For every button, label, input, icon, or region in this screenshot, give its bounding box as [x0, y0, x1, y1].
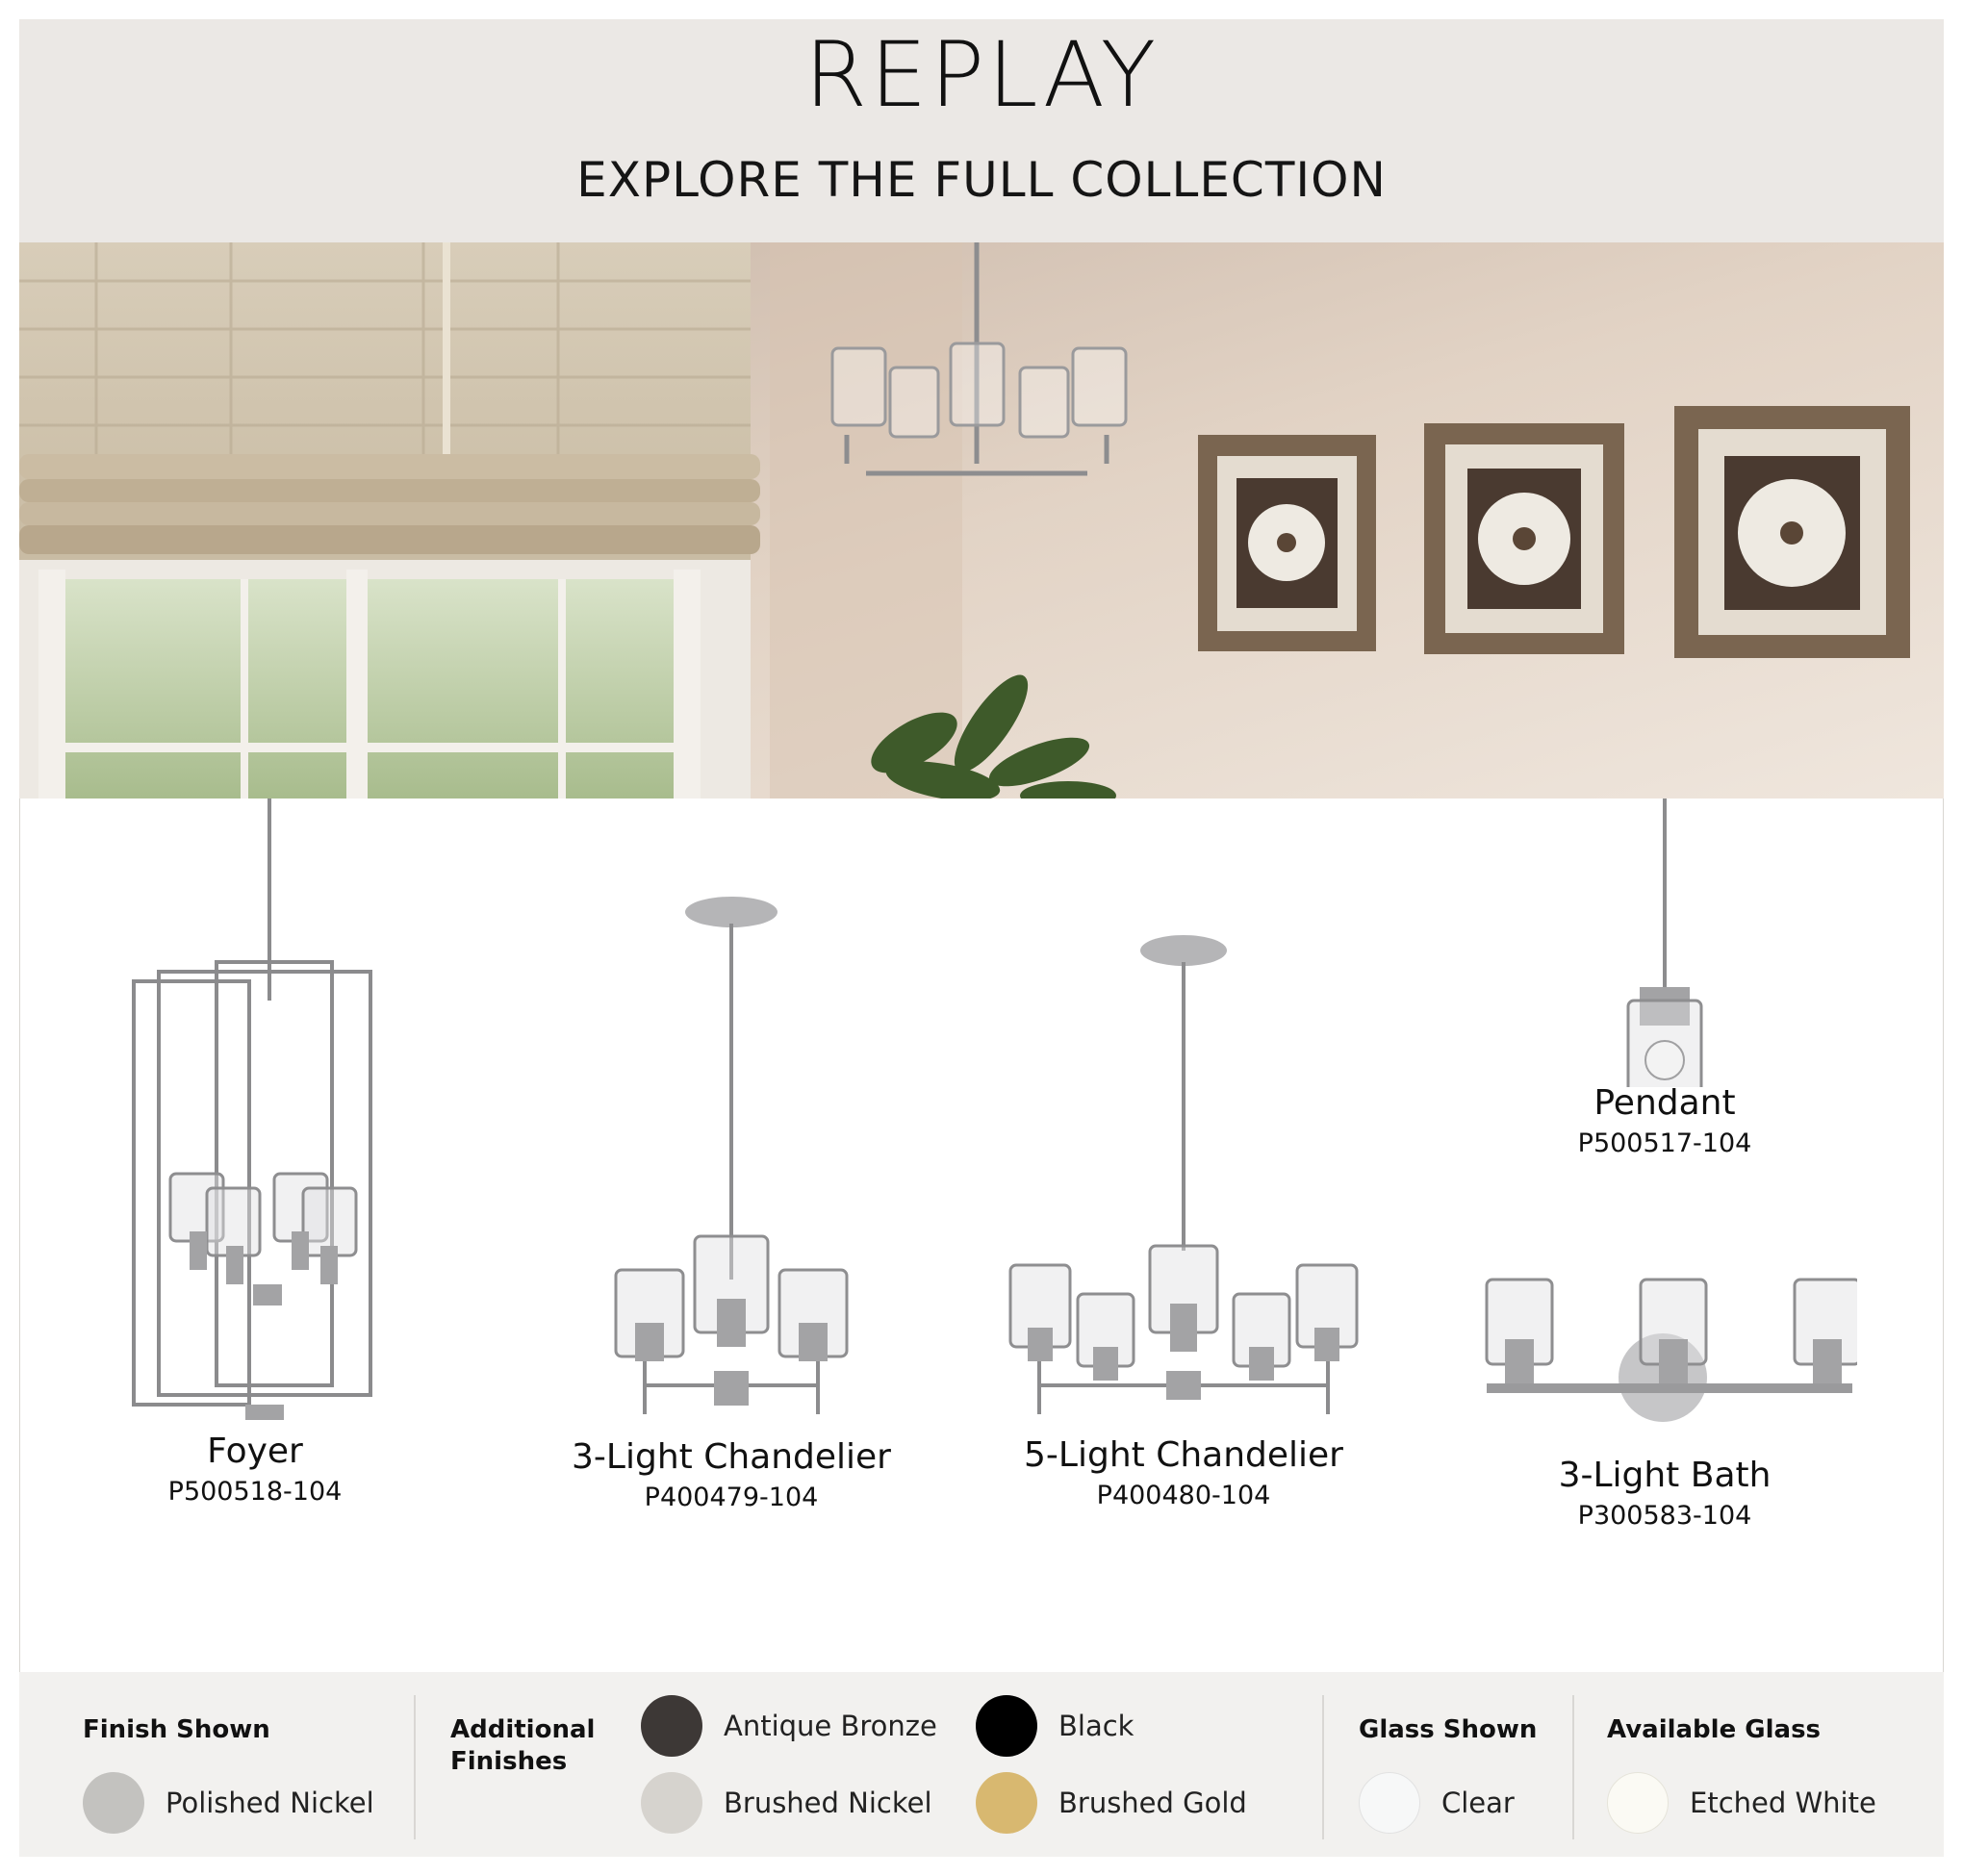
finish-option-black[interactable]: Black	[976, 1695, 1134, 1757]
three-light-chandelier-illustration-icon	[614, 897, 849, 1414]
finish-option-brushed-gold[interactable]: Brushed Gold	[976, 1772, 1247, 1834]
swatch-label: Antique Bronze	[724, 1710, 937, 1742]
clear-glass-swatch-icon	[1359, 1772, 1420, 1834]
black-swatch-icon	[976, 1695, 1037, 1757]
section-divider	[414, 1695, 416, 1839]
brushed-nickel-swatch-icon	[641, 1772, 702, 1834]
product-3-light-chandelier[interactable]: 3-Light Chandelier P400479-104	[548, 895, 914, 1512]
heading-line: Finishes	[450, 1747, 568, 1776]
finish-option-polished-nickel[interactable]: Polished Nickel	[83, 1772, 374, 1834]
finish-option-antique-bronze[interactable]: Antique Bronze	[641, 1695, 937, 1757]
product-pendant[interactable]: Pendant P500517-104	[1520, 799, 1809, 1158]
section-divider	[1572, 1695, 1574, 1839]
polished-nickel-swatch-icon	[83, 1772, 144, 1834]
swatch-label: Etched White	[1690, 1787, 1876, 1819]
additional-finishes-heading: Additional Finishes	[450, 1714, 595, 1778]
framed-art-2	[1424, 423, 1624, 654]
etched-white-glass-swatch-icon	[1607, 1772, 1669, 1834]
framed-art-3	[1674, 406, 1910, 658]
finishes-footer: Finish Shown Polished Nickel Additional …	[19, 1672, 1944, 1857]
product-name: Foyer	[207, 1432, 303, 1471]
finish-option-brushed-nickel[interactable]: Brushed Nickel	[641, 1772, 932, 1834]
product-foyer[interactable]: Foyer P500518-104	[96, 799, 414, 1507]
page-frame	[19, 19, 1944, 1857]
product-name: 3-Light Bath	[1558, 1456, 1772, 1495]
bath-vanity-illustration-icon	[1485, 1278, 1857, 1422]
five-light-chandelier-illustration-icon	[1008, 935, 1359, 1414]
hero-room-image	[19, 242, 1944, 799]
glass-option-clear[interactable]: Clear	[1359, 1772, 1515, 1834]
dining-room-scene-image	[19, 242, 1944, 799]
glass-shown-heading: Glass Shown	[1359, 1715, 1538, 1744]
product-name: 3-Light Chandelier	[572, 1437, 891, 1477]
collection-title: REPLAY	[803, 23, 1160, 128]
brushed-gold-swatch-icon	[976, 1772, 1037, 1834]
collection-header: REPLAY EXPLORE THE FULL COLLECTION	[19, 19, 1944, 242]
collection-subtitle: EXPLORE THE FULL COLLECTION	[576, 152, 1387, 208]
heading-line: Additional	[450, 1715, 596, 1744]
section-divider	[1322, 1695, 1324, 1839]
antique-bronze-swatch-icon	[641, 1695, 702, 1757]
product-code: P400480-104	[1096, 1481, 1271, 1510]
product-3-light-bath[interactable]: 3-Light Bath P300583-104	[1463, 1270, 1867, 1531]
foyer-pendant-illustration-icon	[132, 799, 372, 1420]
framed-art-1	[1198, 435, 1376, 651]
finish-shown-heading: Finish Shown	[83, 1715, 270, 1744]
scene-chandelier-icon	[844, 242, 1109, 476]
product-code: P300583-104	[1577, 1501, 1752, 1531]
mini-pendant-illustration-icon	[1626, 799, 1703, 1087]
product-code: P500518-104	[167, 1477, 343, 1507]
swatch-label: Brushed Gold	[1058, 1787, 1247, 1819]
product-name: Pendant	[1593, 1083, 1736, 1123]
product-name: 5-Light Chandelier	[1024, 1435, 1343, 1475]
swatch-label: Clear	[1441, 1787, 1515, 1819]
product-5-light-chandelier[interactable]: 5-Light Chandelier P400480-104	[1001, 933, 1366, 1510]
product-code: P400479-104	[644, 1483, 819, 1512]
glass-option-etched-white[interactable]: Etched White	[1607, 1772, 1876, 1834]
swatch-label: Black	[1058, 1710, 1134, 1742]
available-glass-heading: Available Glass	[1607, 1715, 1822, 1744]
product-code: P500517-104	[1577, 1128, 1752, 1158]
swatch-label: Brushed Nickel	[724, 1787, 932, 1819]
swatch-label: Polished Nickel	[166, 1787, 374, 1819]
